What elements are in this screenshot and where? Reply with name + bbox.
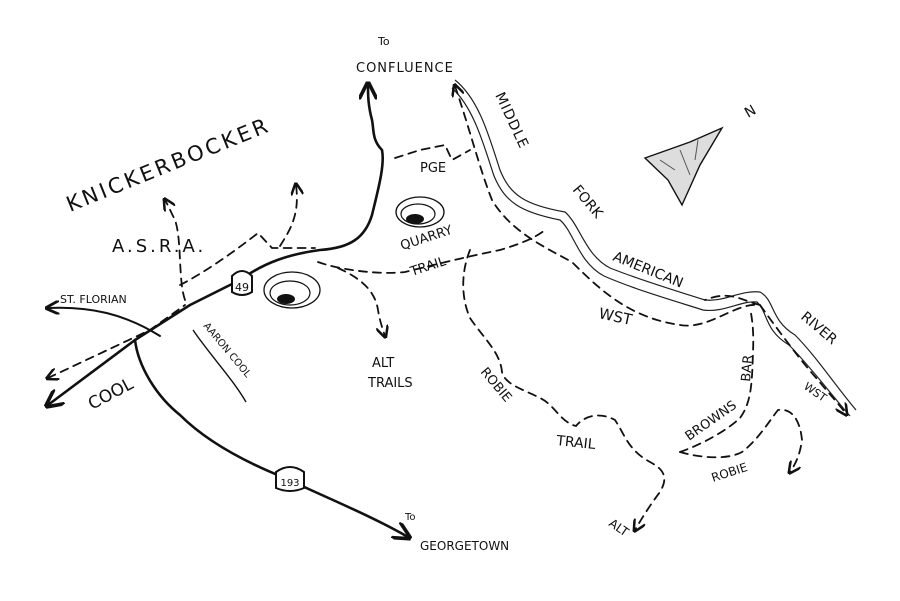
label-to-georgetown-2: GEORGETOWN bbox=[420, 539, 509, 553]
highway-49-label: 49 bbox=[235, 281, 249, 294]
north-label: N bbox=[742, 102, 759, 121]
label-to-georgetown-1: To bbox=[404, 512, 416, 523]
label-st-florian: ST. FLORIAN bbox=[60, 293, 127, 306]
trails bbox=[48, 86, 846, 530]
label-middle: MIDDLE bbox=[491, 90, 531, 152]
highway-193-label: 193 bbox=[280, 478, 299, 489]
highway-193-shield: 193 bbox=[275, 466, 305, 492]
highway-193-road bbox=[133, 338, 408, 537]
label-robie-trail: TRAIL bbox=[555, 433, 597, 453]
label-river: RIVER bbox=[797, 309, 840, 348]
st-florian-road bbox=[48, 308, 161, 337]
label-to-confluence-1: To bbox=[377, 35, 390, 48]
label-to-confluence-2: CONFLUENCE bbox=[356, 61, 454, 76]
label-robie-1: ROBIE bbox=[477, 365, 514, 405]
quarry-pit-icon bbox=[263, 271, 321, 309]
highway-49-road bbox=[48, 85, 384, 405]
label-wst-2: WST bbox=[801, 380, 829, 405]
label-alt: ALT bbox=[606, 516, 631, 540]
area-title: KNICKERBOCKER bbox=[63, 113, 274, 217]
north-arrow-icon: N bbox=[643, 102, 759, 207]
label-american: AMERICAN bbox=[611, 249, 686, 292]
label-bar: BAR bbox=[739, 354, 756, 382]
label-robie-2: ROBIE bbox=[710, 460, 750, 485]
area-subtitle: A.S.R.A. bbox=[112, 236, 206, 257]
label-alt-trails-2: TRAILS bbox=[367, 376, 413, 391]
label-alt-trails-1: ALT bbox=[372, 356, 394, 371]
label-pge: PGE bbox=[420, 161, 446, 176]
label-quarry: QUARRY bbox=[399, 223, 455, 254]
aaron-cool-road bbox=[192, 329, 247, 403]
label-cool: COOL bbox=[85, 374, 137, 414]
label-quarry-trail: TRAIL bbox=[408, 254, 449, 280]
highway-49-shield: 49 bbox=[231, 270, 253, 296]
quarry-pit-icon bbox=[395, 196, 445, 228]
label-fork: FORK bbox=[569, 182, 606, 222]
